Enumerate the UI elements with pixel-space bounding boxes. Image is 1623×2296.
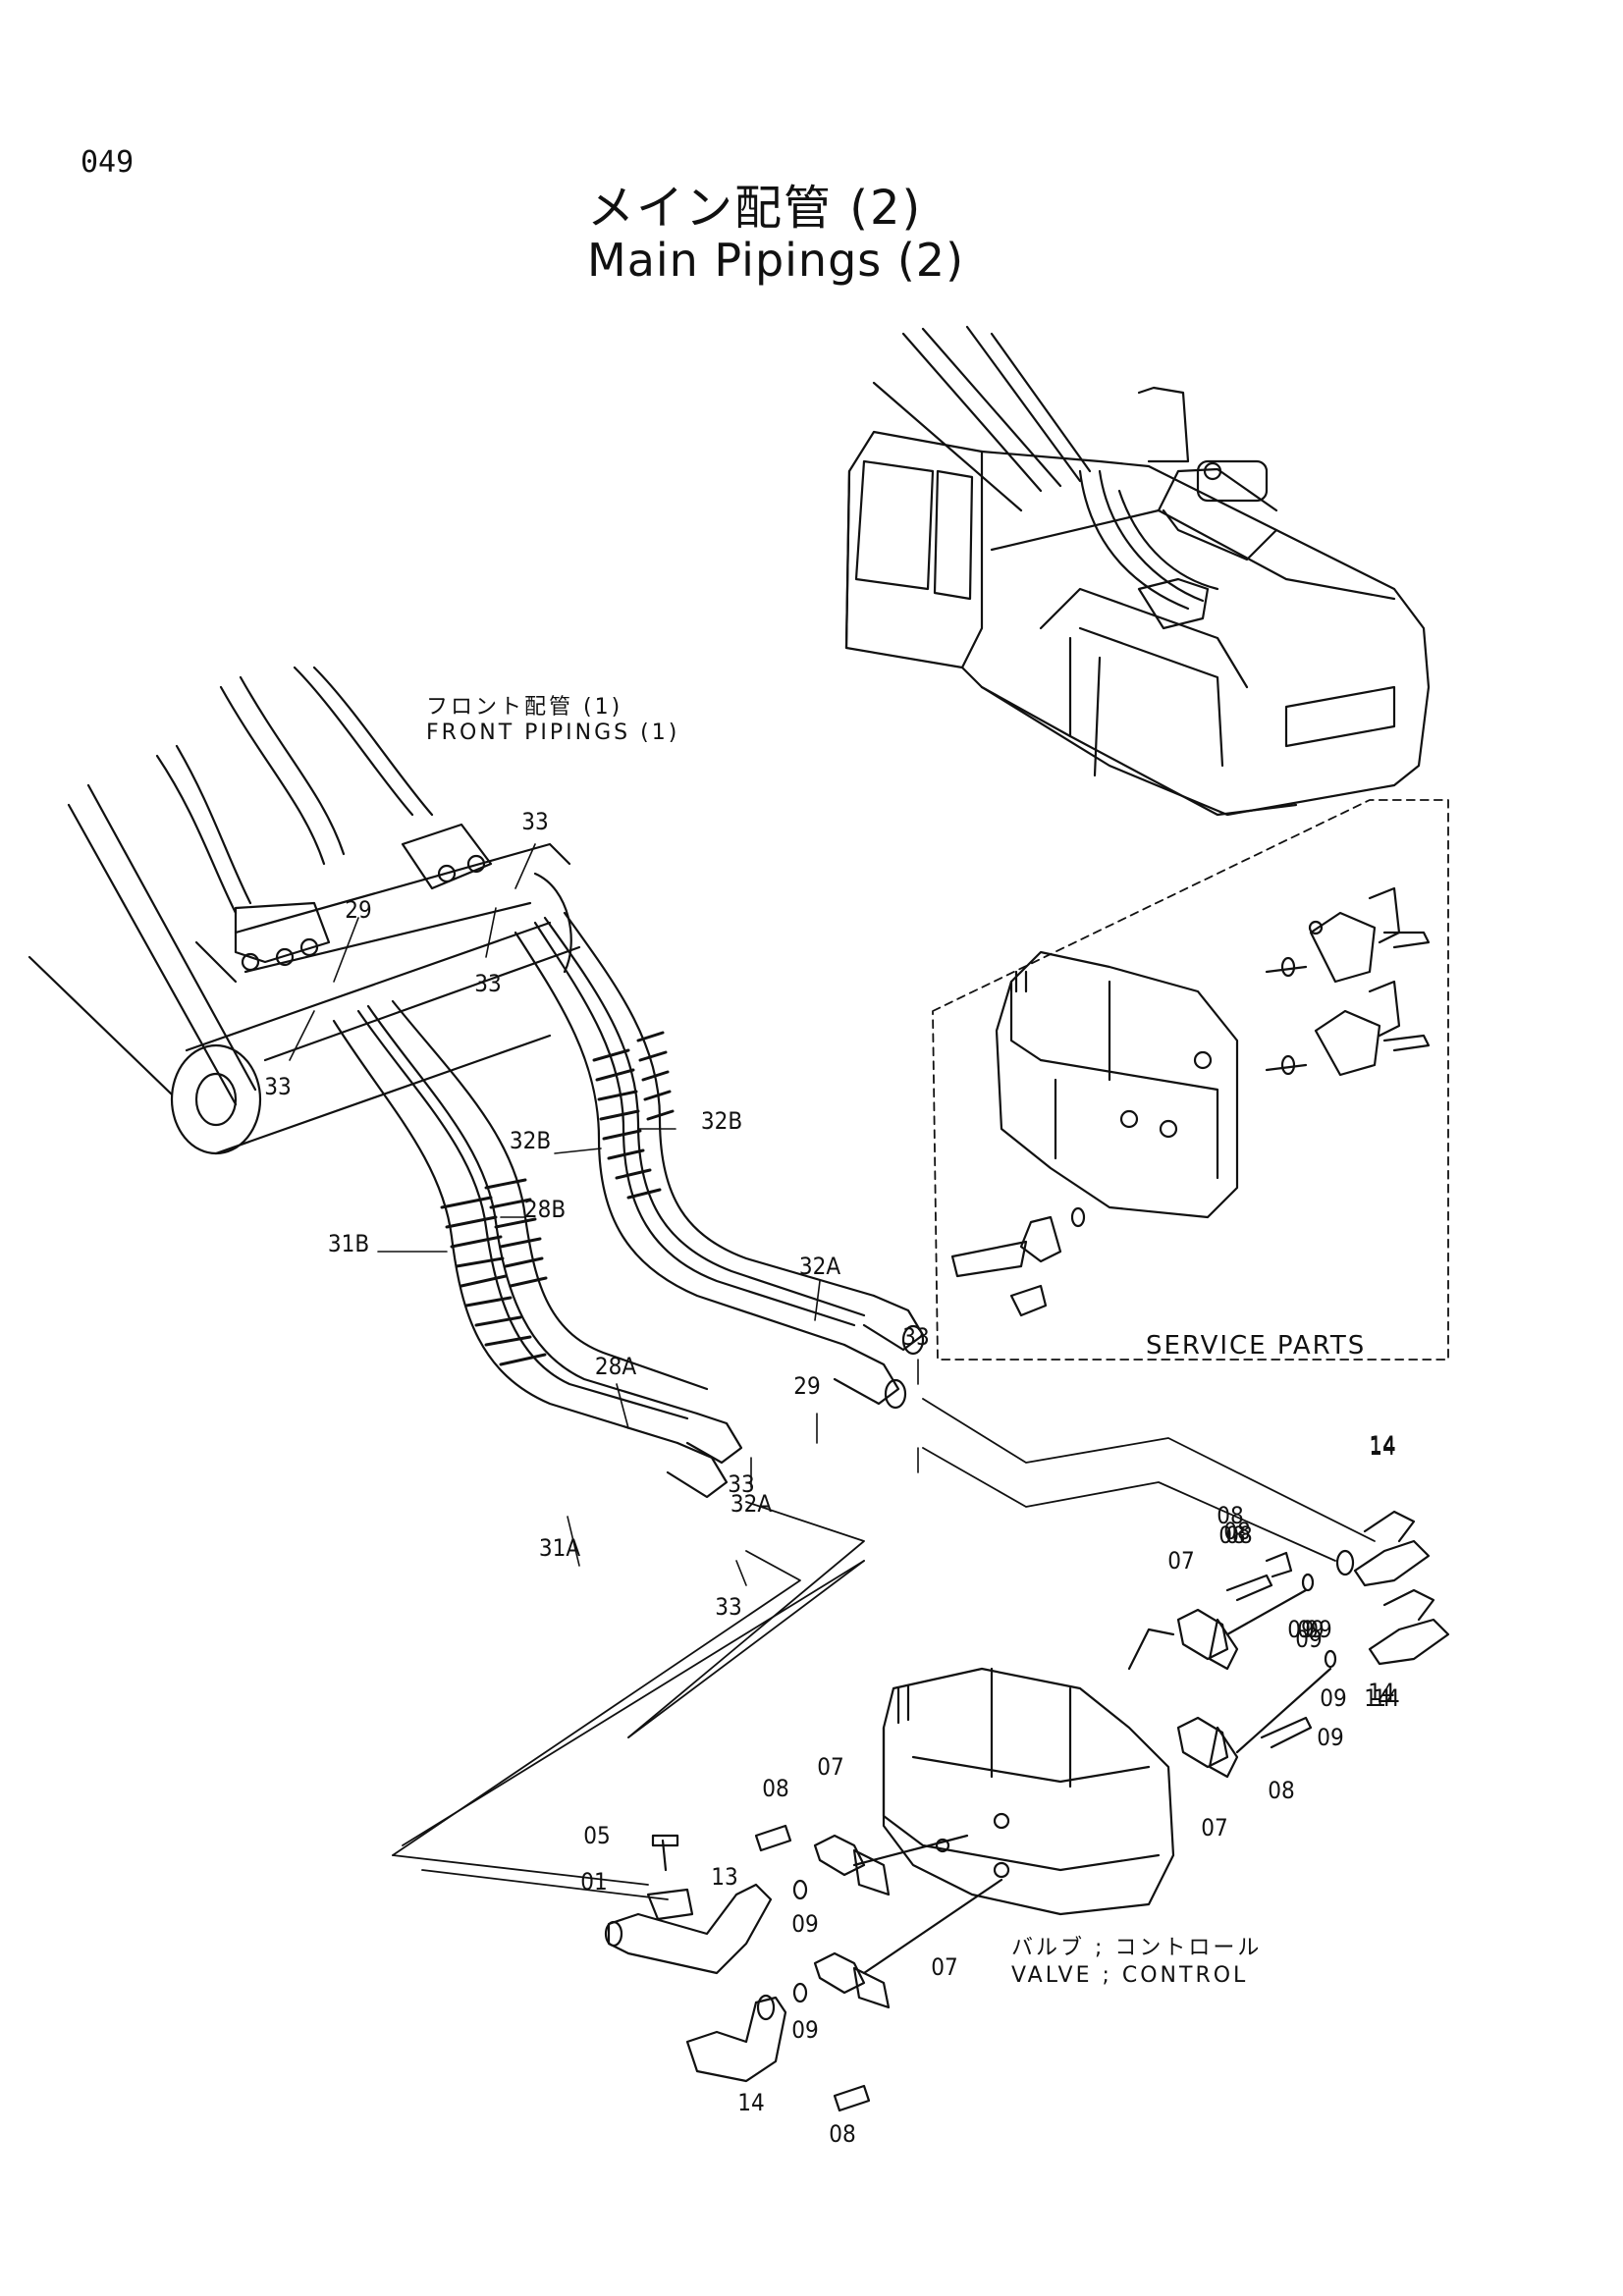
callout-09: 09: [1305, 1616, 1331, 1643]
service-parts-label: SERVICE PARTS: [1146, 1331, 1367, 1361]
callout-33: 33: [264, 1073, 291, 1100]
callout-09: 09: [1295, 1626, 1322, 1653]
callout-14: 14: [1373, 1684, 1399, 1712]
pipe-routing: [392, 1398, 1376, 1900]
callout-28b: 28B: [524, 1196, 566, 1223]
callout-31b: 31B: [328, 1230, 369, 1257]
callout-14: 14: [737, 2089, 764, 2116]
callout-07: 07: [1201, 1814, 1227, 1842]
title-english: Main Pipings (2): [587, 234, 965, 287]
callout-33: 33: [902, 1323, 929, 1351]
hose-28b-31b: [332, 999, 743, 1499]
callout-32a: 32A: [799, 1253, 840, 1280]
callout-08: 08: [762, 1775, 788, 1802]
callout-08: 08: [1268, 1777, 1294, 1804]
callout-14: 14: [1369, 1431, 1395, 1459]
callout-31a: 31A: [539, 1534, 580, 1562]
hose-32b-32a: [514, 911, 925, 1410]
callout-29: 29: [793, 1372, 820, 1400]
bottom-fittings: [604, 1824, 1003, 2112]
callout-09: 09: [791, 1910, 818, 1938]
title-japanese: メイン配管 (2): [587, 181, 923, 236]
callout-01: 01: [580, 1868, 607, 1896]
callout-05: 05: [583, 1822, 610, 1849]
callout-08: 08: [1225, 1522, 1252, 1549]
callout-28a: 28A: [595, 1353, 636, 1380]
front-pipings-label-jp: フロント配管 (1): [426, 695, 623, 720]
valve-label-en: VALVE ; CONTROL: [1011, 1963, 1249, 1988]
callout-08: 08: [1223, 1518, 1250, 1545]
callout-14: 14: [1368, 1679, 1394, 1706]
callout-33: 33: [715, 1593, 741, 1621]
callout-09: 09: [1287, 1616, 1314, 1643]
callout-29: 29: [345, 896, 371, 924]
callout-07: 07: [817, 1753, 843, 1781]
callout-09: 09: [1317, 1724, 1343, 1751]
callout-07: 07: [931, 1953, 957, 1981]
right-fittings: [1176, 1510, 1450, 1779]
callout-32b: 32B: [510, 1127, 551, 1154]
callout-33: 33: [521, 808, 548, 835]
callout-09: 09: [791, 2016, 818, 2044]
page-number: 049: [81, 145, 135, 180]
valve-label-jp: バルブ ; コントロール: [1011, 1936, 1263, 1960]
callout-14: 14: [1364, 1684, 1390, 1712]
callout-33: 33: [474, 970, 501, 997]
callout-32a: 32A: [730, 1490, 772, 1518]
control-valve: [882, 1628, 1175, 1916]
callout-33: 33: [728, 1470, 754, 1498]
callout-07: 07: [1167, 1547, 1194, 1575]
leader-lines: [289, 843, 919, 1586]
callout-14: 14: [1369, 1433, 1395, 1461]
boom-assembly: [27, 666, 581, 1155]
callout-labels: 3329333332B32B28B31B32A3328A2932A3331A33…: [264, 808, 1399, 2148]
callout-09: 09: [1320, 1684, 1346, 1712]
service-parts-box: [932, 799, 1449, 1361]
callout-13: 13: [711, 1863, 737, 1891]
excavator-overview: [844, 325, 1431, 817]
callout-08: 08: [1217, 1502, 1243, 1529]
callout-32b: 32B: [701, 1107, 742, 1135]
callout-09: 09: [1297, 1616, 1324, 1643]
callout-08: 08: [1218, 1522, 1245, 1549]
front-pipings-label-en: FRONT PIPINGS (1): [426, 721, 680, 745]
callout-08: 08: [829, 2120, 855, 2148]
